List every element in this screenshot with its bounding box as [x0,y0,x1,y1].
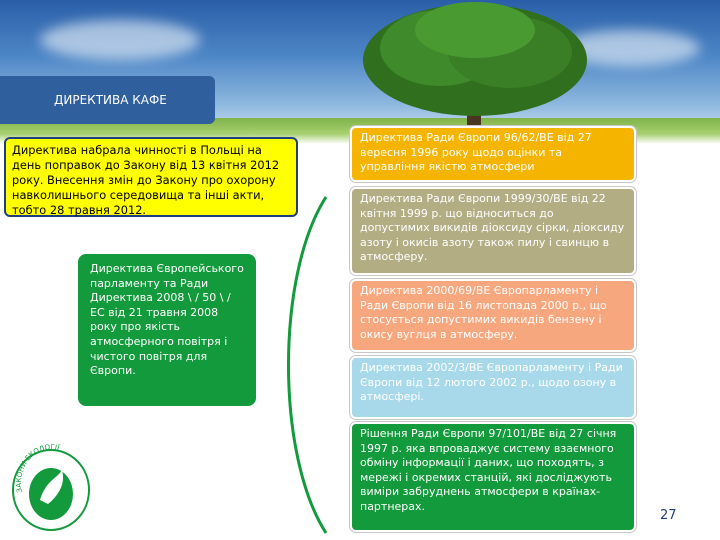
directive-text: Директива 2002/3/ВЕ Європарламенту і Рад… [360,361,623,404]
page-number: 27 [660,508,677,523]
directive-box: Директива 2000/69/ВЕ Європарламенту і Ра… [350,279,636,352]
directive-text: Рішення Ради Європи 97/101/ВЕ від 27 січ… [360,427,617,513]
directive-text: Директива 2000/69/ВЕ Європарламенту і Ра… [360,284,607,341]
yellow-info-box: Директива набрала чинності в Польщі на д… [4,137,298,217]
tree-illustration [363,2,587,142]
green-info-text: Директива Європейського парламенту та Ра… [90,262,244,378]
bracket-arc [287,196,328,534]
cloud [40,20,200,60]
directive-text: Директива Ради Європи 1999/30/ВЕ від 22 … [360,192,625,264]
directive-box: Директива Ради Європи 1999/30/ВЕ від 22 … [350,187,636,275]
directive-box: Директива 2002/3/ВЕ Європарламенту і Рад… [350,356,636,419]
directive-text: Директива Ради Європи 96/62/ВЕ від 27 ве… [360,131,592,174]
ecology-logo: ЗАКОНИ ЕКОЛОГІЇ [12,443,90,531]
green-info-box: Директива Європейського парламенту та Ра… [78,254,256,406]
directive-box: Директива Ради Європи 96/62/ВЕ від 27 ве… [350,126,636,182]
yellow-info-text: Директива набрала чинності в Польщі на д… [12,143,280,217]
directive-box: Рішення Ради Європи 97/101/ВЕ від 27 січ… [350,422,636,532]
page-title: ДИРЕКТИВА КАФЕ [0,76,215,124]
